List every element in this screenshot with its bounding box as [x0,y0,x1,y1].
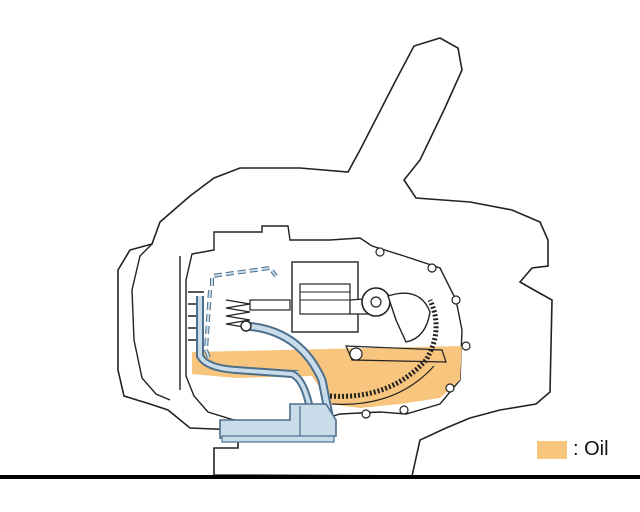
housing-bolts [361,247,471,419]
side-cover-outline [131,243,181,401]
valve-spring [225,299,251,329]
oil-swatch [537,440,567,459]
crank-web [387,292,431,343]
crankshaft-center [370,296,382,308]
breather-tube-2-inner [198,296,314,421]
breather-tube-inner [245,323,333,421]
reservoir-foot [221,435,335,443]
ring-gear [329,298,439,399]
reservoir [219,403,337,439]
legend: : Oil [537,438,609,461]
oil-legend-label: : Oil [573,438,609,460]
crankshaft [361,287,391,317]
ring-gear-inner [331,365,435,405]
cam-pivot [349,347,363,361]
valve-stem [249,299,291,311]
piston [299,283,351,315]
crankcase-outline [185,225,463,425]
housing-outline [117,37,553,477]
breather-joint [240,320,252,332]
